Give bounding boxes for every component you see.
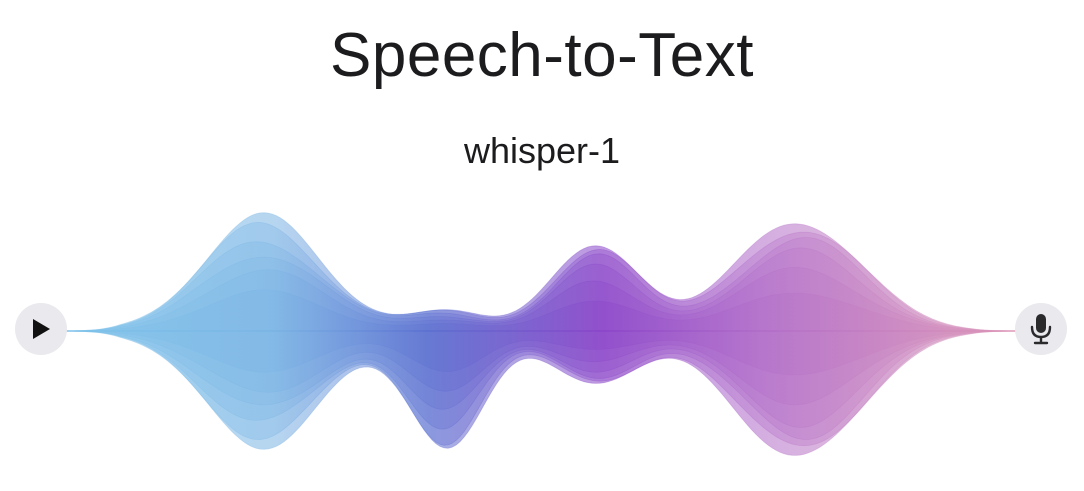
- play-icon: [33, 319, 50, 339]
- microphone-icon: [1030, 314, 1052, 345]
- microphone-button[interactable]: [1015, 303, 1067, 355]
- model-name: whisper-1: [463, 130, 621, 171]
- play-button[interactable]: [15, 303, 67, 355]
- waveform-layer: [60, 289, 1028, 376]
- page-title: Speech-to-Text: [330, 21, 754, 90]
- audio-waveform: [60, 212, 1030, 456]
